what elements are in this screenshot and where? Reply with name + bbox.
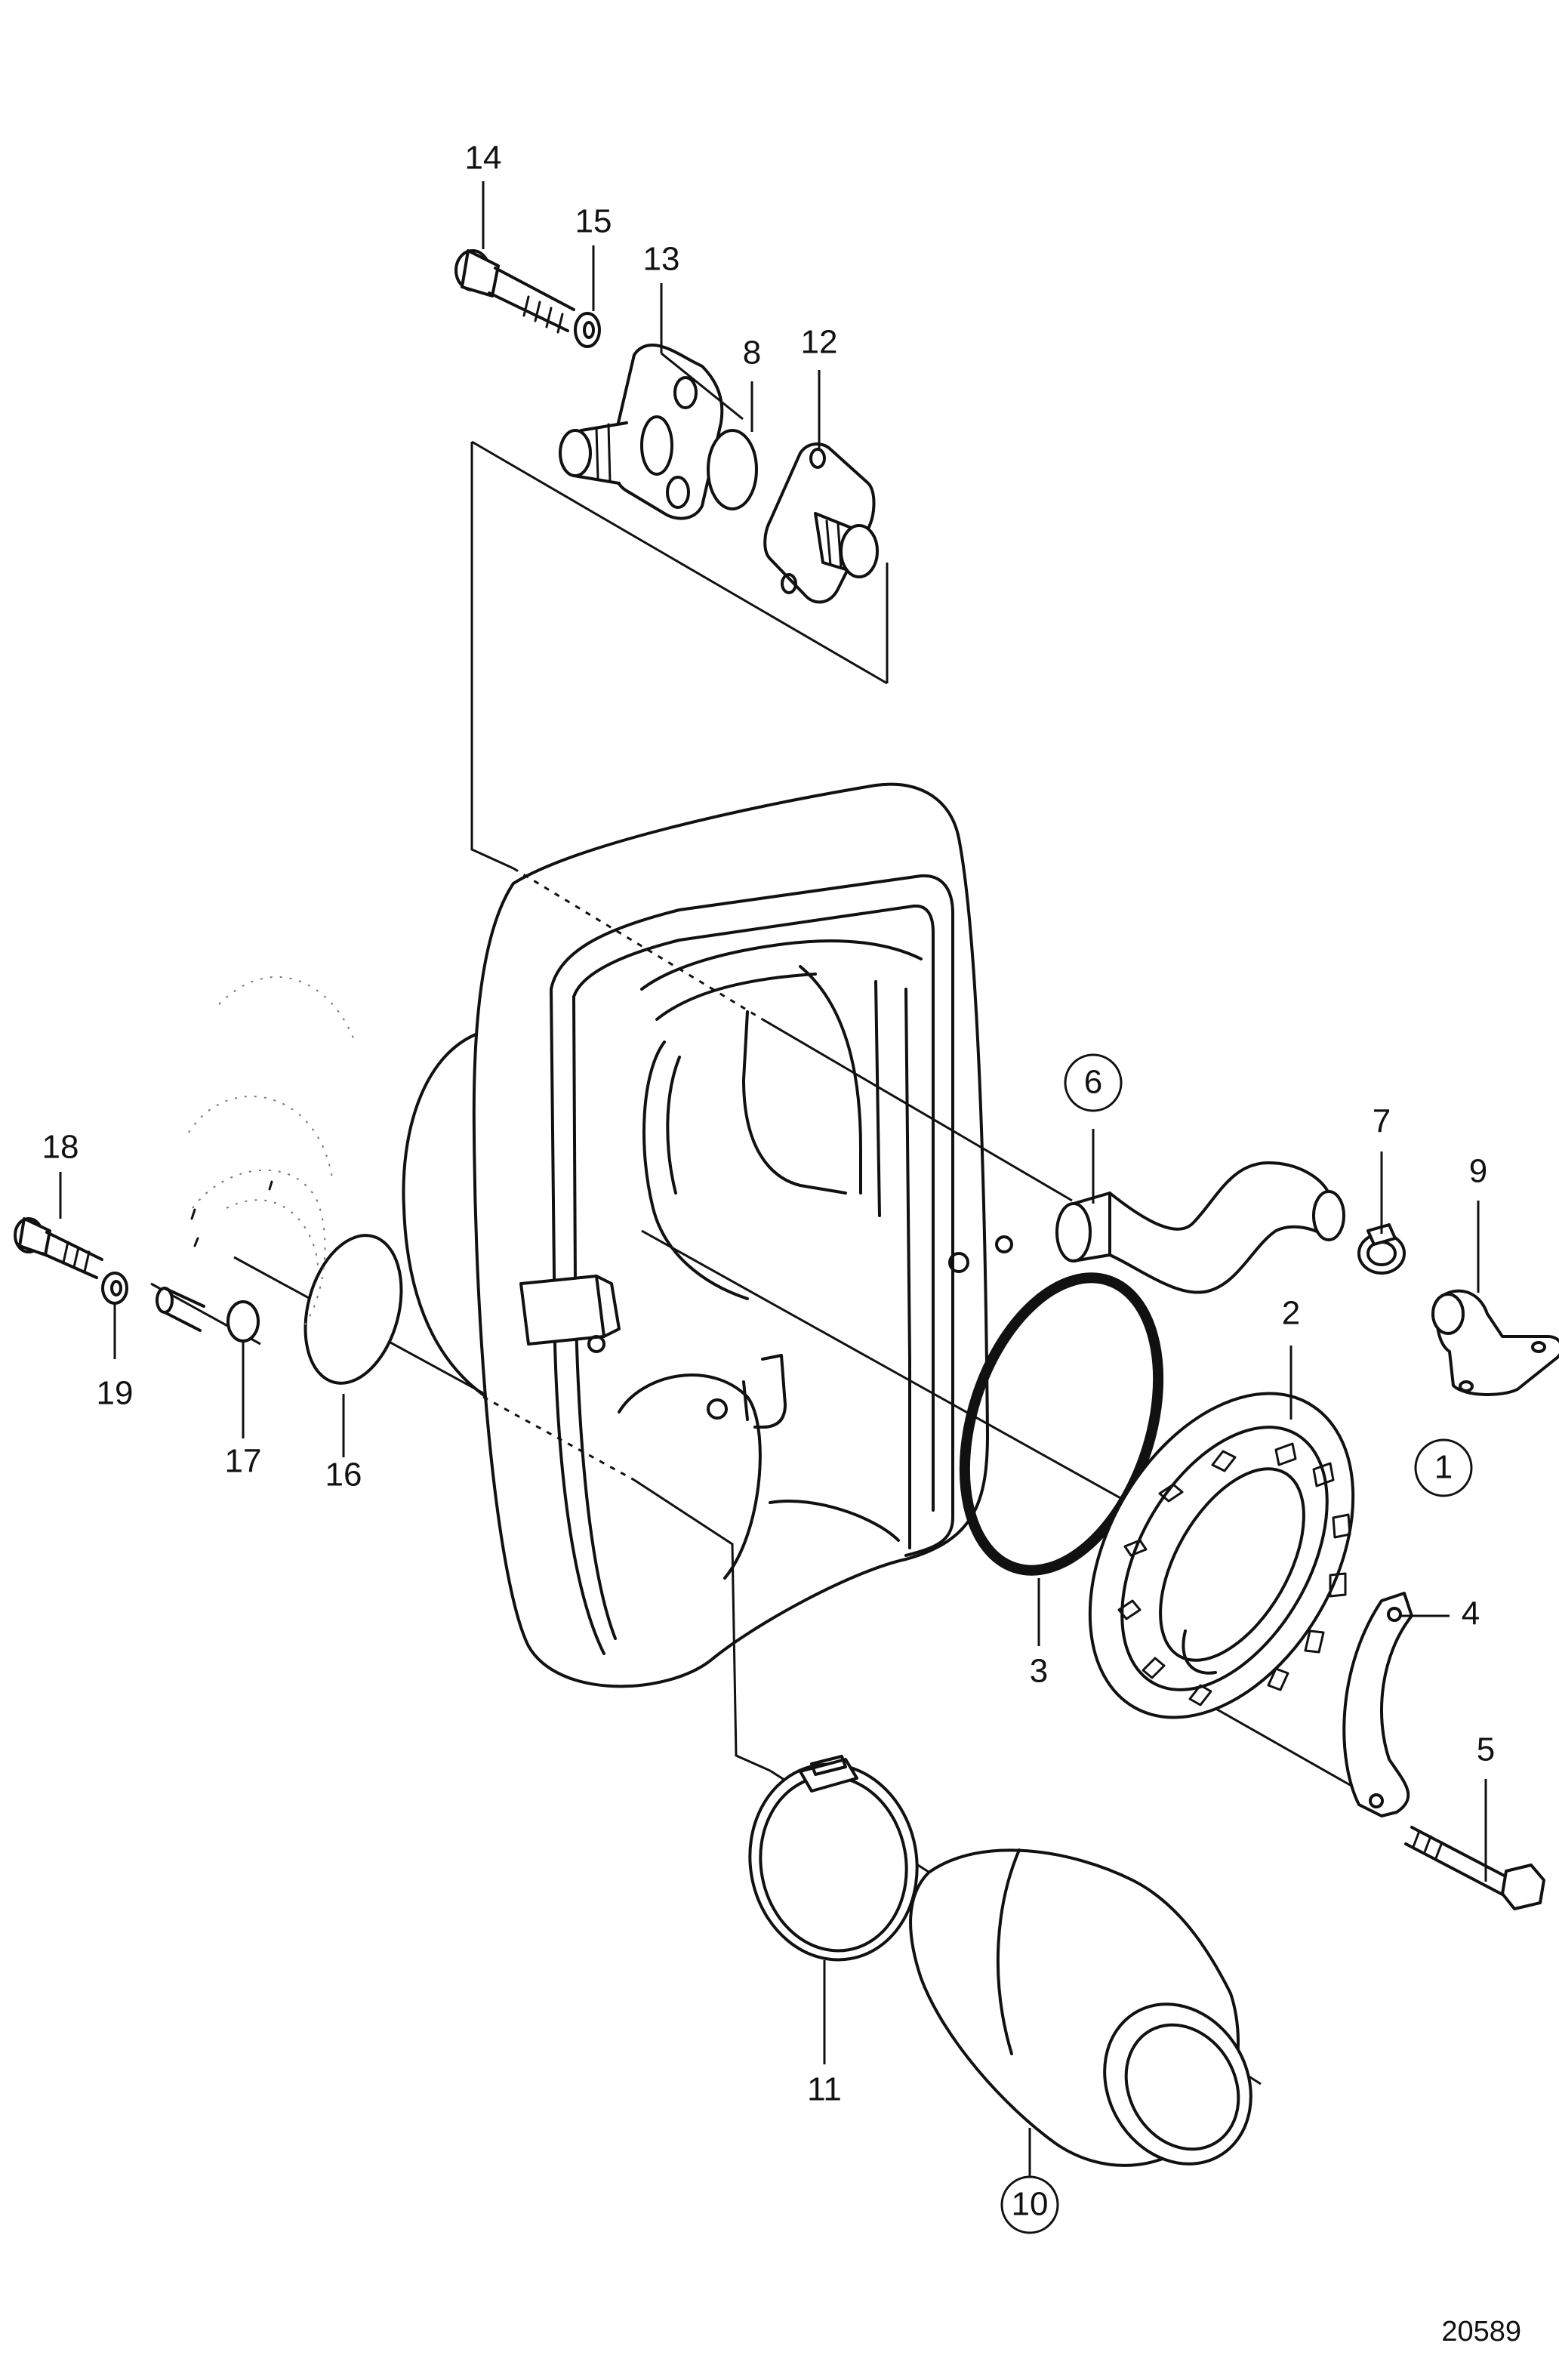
- callout-5: 5: [1477, 1731, 1495, 1768]
- callout-17: 17: [225, 1443, 262, 1480]
- callout-2: 2: [1282, 1295, 1300, 1332]
- o-ring-17: [226, 1300, 260, 1343]
- callout-19: 19: [97, 1375, 134, 1412]
- callout-circles: [1000, 1053, 1473, 2234]
- callout-18: 18: [42, 1129, 79, 1166]
- callout-6: 6: [1084, 1064, 1102, 1101]
- o-ring-8: [707, 429, 758, 510]
- pipe-assembly: [1055, 1161, 1559, 1396]
- callout-16: 16: [325, 1457, 362, 1494]
- callout-labels: 1 2 3 4 5 6 7 8 9 10 11 12 13 14 15 16 1…: [42, 140, 1496, 2223]
- bolt-5: [1404, 1826, 1545, 1910]
- hose-clamp-7: [1357, 1223, 1406, 1275]
- flange-13: [559, 344, 724, 520]
- callout-12: 12: [801, 324, 838, 361]
- hose-clamp-11: [748, 1755, 919, 1962]
- callout-10: 10: [1012, 2186, 1049, 2223]
- pipe-bend: [1108, 1161, 1345, 1294]
- upper-fitting-assembly: [454, 249, 879, 604]
- o-ring-16: [303, 1234, 403, 1385]
- callout-1: 1: [1434, 1449, 1453, 1486]
- hose-connector-6: [1055, 1192, 1111, 1262]
- callout-3: 3: [1030, 1653, 1048, 1690]
- callout-15: 15: [575, 203, 612, 240]
- bolt-14: [454, 249, 575, 334]
- washer-15: [574, 312, 601, 348]
- seal-ring-3: [959, 1272, 1164, 1576]
- elbow-9: [1431, 1289, 1559, 1396]
- fitting-12: [763, 442, 879, 604]
- callout-11: 11: [807, 2071, 842, 2108]
- mounting-flange-2: [1088, 1392, 1355, 1719]
- left-fasteners: [14, 1169, 403, 1385]
- callout-9: 9: [1469, 1153, 1487, 1190]
- callout-14: 14: [465, 140, 502, 177]
- bolt-18: [14, 1217, 103, 1279]
- washer-19: [101, 1272, 128, 1305]
- sleeve: [156, 1287, 205, 1332]
- reference-number: 20589: [1441, 2316, 1521, 2348]
- callout-7: 7: [1373, 1103, 1391, 1140]
- retaining-plate-4: [1342, 1592, 1413, 1817]
- callout-4: 4: [1462, 1595, 1480, 1632]
- callout-13: 13: [643, 241, 680, 278]
- callout-8: 8: [743, 334, 761, 371]
- housing: [188, 782, 1013, 1688]
- bellows-10: [909, 1848, 1252, 2167]
- leader-lines: [59, 181, 1487, 2176]
